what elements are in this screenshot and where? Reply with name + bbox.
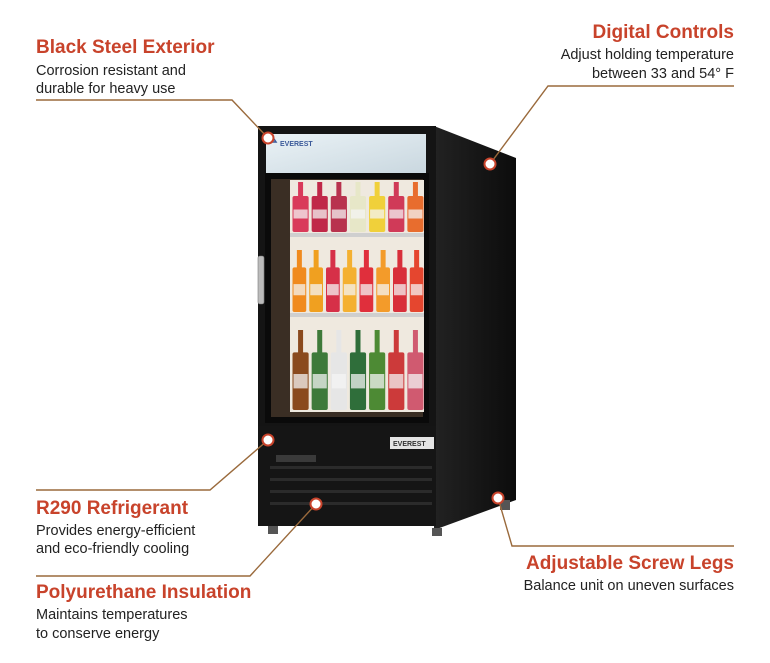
shelf xyxy=(290,233,424,237)
bottle-neck xyxy=(296,250,302,269)
bottle-neck xyxy=(317,182,323,197)
bottle-label xyxy=(350,374,366,389)
leader-lines xyxy=(36,85,734,577)
bottle-row-middle xyxy=(292,250,424,312)
callout-desc-line: Balance unit on uneven surfaces xyxy=(523,578,734,594)
callout-desc-line: Maintains temperatures xyxy=(36,607,188,623)
callout-title: Digital Controls xyxy=(592,22,734,43)
bottle-label xyxy=(370,209,385,219)
bottle-label xyxy=(331,374,346,389)
bottle-label xyxy=(312,209,327,219)
grille-slat xyxy=(270,502,432,505)
callout-dot xyxy=(483,157,497,171)
bottle-neck xyxy=(330,250,336,269)
callout-dot xyxy=(261,131,275,145)
screw-leg xyxy=(432,528,442,536)
grille-slat xyxy=(270,490,432,493)
bottle-label xyxy=(293,284,306,296)
callout-title: R290 Refrigerant xyxy=(36,498,189,519)
bottle-neck xyxy=(355,182,361,197)
bottle-label xyxy=(410,284,423,296)
bottle-label xyxy=(389,374,404,389)
brand-plate-text: EVEREST xyxy=(393,441,426,448)
bottle-neck xyxy=(317,330,323,354)
callout-dot xyxy=(309,497,323,511)
bottle-neck xyxy=(393,182,399,197)
leader-line-insulation xyxy=(36,503,317,577)
bottle-neck xyxy=(374,182,380,197)
door-handle[interactable] xyxy=(257,255,265,305)
screw-leg xyxy=(500,500,510,510)
bottle-label xyxy=(310,284,322,296)
shelf xyxy=(290,313,424,317)
cabinet-side-panel xyxy=(434,126,516,530)
bottle-label xyxy=(408,374,423,389)
bottle-neck xyxy=(414,250,420,269)
grille-slat xyxy=(270,478,432,481)
callout-title: Polyurethane Insulation xyxy=(36,582,252,603)
callout-markers xyxy=(261,131,505,511)
bottle-label xyxy=(394,284,406,296)
callout-dot xyxy=(261,433,275,447)
leader-line-black-steel xyxy=(36,99,269,139)
bottle-neck xyxy=(397,250,403,269)
header-brand-text: EVEREST xyxy=(280,141,313,148)
bottle-row-top xyxy=(292,182,424,232)
bottle-label xyxy=(350,209,366,219)
bottle-neck xyxy=(393,330,399,354)
callout-desc-line: between 33 and 54° F xyxy=(591,66,734,82)
bottle-neck xyxy=(336,330,342,354)
bottle-label xyxy=(389,209,404,219)
bottle-neck xyxy=(412,330,418,354)
bottle-neck xyxy=(347,250,353,269)
bottle-neck xyxy=(380,250,386,269)
bottle-row-bottom xyxy=(292,330,424,410)
callout-title: Adjustable Screw Legs xyxy=(525,553,734,574)
bottle-neck xyxy=(298,330,304,354)
callout-desc-line: durable for heavy use xyxy=(36,81,176,97)
screw-leg xyxy=(268,526,278,534)
bottle-neck xyxy=(298,182,304,197)
grille-slat xyxy=(270,466,432,469)
bottle-neck xyxy=(336,182,342,197)
leader-line-r290 xyxy=(36,439,269,491)
brand-plate xyxy=(390,437,434,449)
bottle-neck xyxy=(412,182,418,197)
callout-desc-line: to conserve energy xyxy=(36,626,160,642)
callout-desc-line: and eco-friendly cooling xyxy=(36,541,190,557)
bottle-label xyxy=(331,209,346,219)
callout-desc-line: Adjust holding temperature xyxy=(560,47,734,63)
bottle-label xyxy=(370,374,385,389)
bottle-label xyxy=(377,284,389,296)
bottle-label xyxy=(343,284,356,296)
bottle-label xyxy=(327,284,339,296)
callout-dot xyxy=(491,491,505,505)
header-sign xyxy=(266,134,426,174)
bottle-label xyxy=(360,284,373,296)
bottle-neck xyxy=(355,330,361,354)
bottle-label xyxy=(293,209,308,219)
bottle-neck xyxy=(363,250,369,269)
callout-desc-line: Corrosion resistant and xyxy=(36,63,186,79)
leader-line-screw-legs xyxy=(497,497,734,547)
bottle-neck xyxy=(313,250,319,269)
leader-line-digital-controls xyxy=(489,85,734,165)
bottle-label xyxy=(312,374,327,389)
bottle-label xyxy=(293,374,308,389)
bottle-label xyxy=(408,209,423,219)
callout-title: Black Steel Exterior xyxy=(36,37,215,58)
digital-control-panel[interactable] xyxy=(276,455,316,462)
bottle-neck xyxy=(374,330,380,354)
callout-desc-line: Provides energy-efficient xyxy=(36,523,196,539)
